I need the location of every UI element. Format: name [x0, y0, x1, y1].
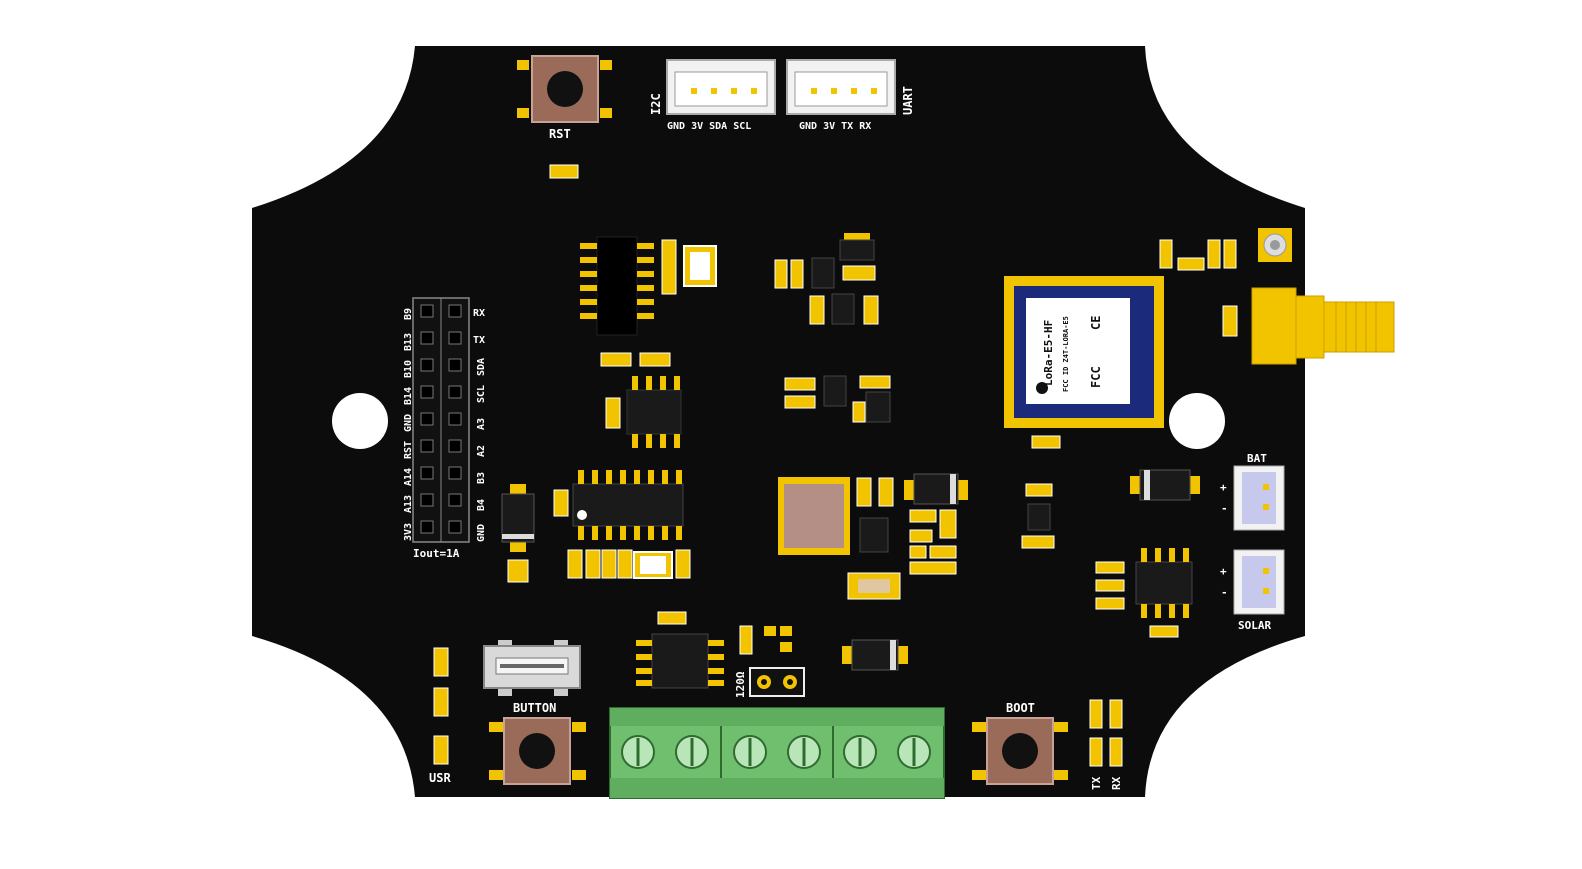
- header-left-labels: 3V3 A13 A14 RST GND B14 B10 B13 B9: [403, 308, 414, 541]
- svg-text:SCL: SCL: [476, 385, 487, 403]
- header-right-labels: GND B4 B3 A2 A3 SCL SDA TX RX: [473, 308, 487, 542]
- svg-text:SDA: SDA: [476, 358, 487, 376]
- uart-connector: [786, 59, 896, 115]
- rst-button[interactable]: [517, 55, 612, 123]
- mounting-hole-right: [1169, 393, 1225, 449]
- uart-label: UART: [901, 86, 915, 115]
- ic-soic-u2: [626, 376, 682, 448]
- passive-group-d: [856, 477, 894, 507]
- passive-group-h: [433, 647, 449, 765]
- fuse-f1: [507, 559, 529, 583]
- transistor-q3: [831, 293, 855, 325]
- capacitor-c2: [605, 397, 621, 429]
- passive-group-a: [774, 259, 804, 289]
- solar-connector: [1233, 549, 1285, 615]
- diode-d4: [842, 639, 908, 671]
- resistor-r5: [657, 611, 687, 625]
- solar-plus: +: [1220, 565, 1227, 578]
- svg-text:CE: CE: [1089, 316, 1103, 330]
- svg-text:FCC ID Z4T-LORA-E5: FCC ID Z4T-LORA-E5: [1062, 316, 1070, 392]
- boot-label: BOOT: [1006, 701, 1035, 715]
- resistor-r4: [1031, 435, 1061, 449]
- i2c-label: I2C: [649, 93, 663, 115]
- bat-plus: +: [1220, 481, 1227, 494]
- i2c-connector: [666, 59, 776, 115]
- svg-text:LoRa-E5-HF: LoRa-E5-HF: [1042, 320, 1055, 386]
- antenna-passives: [1159, 239, 1238, 337]
- ic-soic-u6: [636, 633, 724, 689]
- passive-row-1: [567, 549, 691, 579]
- resistor-r1: [549, 164, 579, 179]
- ic-soic-u1: [580, 236, 654, 336]
- svg-text:A3: A3: [476, 418, 487, 430]
- termination-jumper[interactable]: [749, 667, 805, 697]
- svg-text:B14: B14: [403, 387, 414, 405]
- svg-text:A13: A13: [403, 495, 414, 513]
- mosfet-q1: [839, 233, 876, 281]
- diode-d3: [1130, 469, 1200, 501]
- svg-text:B13: B13: [403, 333, 414, 351]
- transistor-group-f: [1021, 483, 1055, 549]
- bat-minus: -: [1221, 502, 1228, 515]
- passive-group-e: [909, 509, 957, 575]
- ufl-connector: [1258, 228, 1292, 262]
- uart-pin-labels: GND 3V TX RX: [799, 121, 871, 132]
- passive-group-g: [1095, 561, 1179, 638]
- resistor-r6: [739, 625, 753, 655]
- pcb-board: [252, 46, 1305, 797]
- svg-text:A2: A2: [476, 445, 487, 457]
- slide-switch[interactable]: [483, 640, 581, 696]
- passive-group-b: [809, 295, 879, 325]
- svg-text:B3: B3: [476, 472, 487, 484]
- pin-header: [412, 297, 470, 543]
- resistor-r2: [600, 352, 632, 367]
- ic-soic-u5: [1135, 548, 1193, 618]
- svg-text:GND: GND: [476, 524, 487, 542]
- svg-text:RST: RST: [403, 441, 414, 459]
- rx-led-label: RX: [1110, 776, 1123, 790]
- button-label: BUTTON: [513, 701, 556, 715]
- svg-text:B10: B10: [403, 360, 414, 378]
- svg-text:3V3: 3V3: [403, 523, 414, 541]
- inductor-l1: [778, 477, 850, 555]
- transistor-group-c: [784, 375, 891, 423]
- diode-d2: [904, 473, 968, 505]
- mounting-hole-left: [332, 393, 388, 449]
- ic-soic-u3: [572, 470, 684, 540]
- diode-d1: [501, 484, 535, 552]
- ohm-label: 120Ω: [734, 671, 747, 698]
- capacitor-c3: [553, 489, 569, 517]
- svg-text:TX: TX: [473, 335, 485, 346]
- lora-module: [1004, 276, 1164, 428]
- rst-label: RST: [549, 127, 571, 141]
- sma-connector: [1251, 287, 1395, 365]
- svg-text:GND: GND: [403, 414, 414, 432]
- usr-label: USR: [429, 771, 451, 785]
- bat-connector: [1233, 465, 1285, 531]
- solar-minus: -: [1221, 586, 1228, 599]
- tx-led-label: TX: [1090, 776, 1103, 790]
- svg-text:FCC: FCC: [1089, 366, 1103, 388]
- user-button[interactable]: [489, 717, 586, 785]
- lora-module-text: LoRa-E5-HF FCC ID Z4T-LORA-E5 FCC CE: [1042, 316, 1103, 392]
- transistor-q2: [811, 257, 835, 289]
- svg-text:A14: A14: [403, 468, 414, 486]
- svg-text:RX: RX: [473, 308, 485, 319]
- bat-label: BAT: [1247, 452, 1267, 465]
- capacitor-c1: [661, 239, 677, 295]
- i2c-pin-labels: GND 3V SDA SCL: [667, 121, 751, 132]
- resistor-r3: [639, 352, 671, 367]
- iout-label: Iout=1A: [413, 547, 460, 560]
- terminal-block: [609, 707, 945, 799]
- svg-text:B4: B4: [476, 499, 487, 511]
- solar-label: SOLAR: [1238, 619, 1271, 632]
- jumper-pads: [764, 626, 792, 652]
- boot-button[interactable]: [972, 717, 1068, 785]
- svg-text:B9: B9: [403, 308, 414, 320]
- status-leds: [1089, 699, 1123, 767]
- ic-sot-u4: [859, 517, 889, 553]
